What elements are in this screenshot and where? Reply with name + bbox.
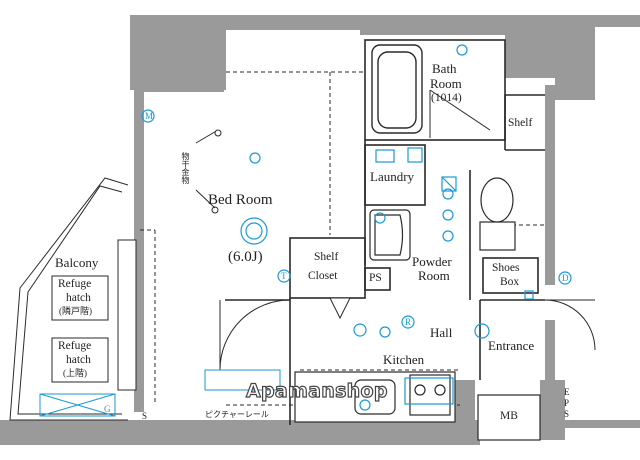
shelf-top-label: Shelf: [508, 117, 533, 129]
refuge-hatch-1-label-line2: hatch: [66, 292, 91, 304]
entrance-label: Entrance: [488, 338, 535, 353]
bathtub: [371, 44, 423, 134]
balcony-outline: [9, 177, 137, 421]
kitchen-label: Kitchen: [383, 352, 425, 367]
bedroom-size: (6.0J): [228, 249, 263, 265]
eps-label: E: [564, 387, 570, 397]
watermark-logo: Apamanshop: [245, 379, 388, 402]
refuge-hatch-1-label-line3: (隣戸階): [59, 306, 92, 316]
bedroom-label: Bed Room: [208, 192, 273, 208]
s-symbol: S: [142, 411, 148, 421]
shelf-closet-label-line2: Closet: [308, 270, 338, 282]
powder-room-label: Powder: [412, 254, 452, 269]
refuge-hatch-2-label-line2: hatch: [66, 354, 91, 366]
bathroom-label: Bath: [432, 61, 457, 76]
eps-label-line3: S: [564, 409, 570, 419]
refuge-hatch-1-label: Refuge: [58, 278, 92, 290]
mb-label: MB: [500, 410, 518, 422]
refuge-boxes: [51, 275, 109, 383]
aircon-unit: [39, 369, 281, 417]
t-symbol: T: [281, 271, 287, 281]
hall-label: Hall: [430, 325, 453, 340]
eps-label-line2: P: [564, 398, 570, 408]
r-symbol: R: [405, 317, 412, 327]
refuge-hatch-2-label: Refuge: [58, 340, 92, 352]
partitions: [225, 39, 545, 425]
shelf-closet-label: Shelf: [314, 251, 339, 263]
shoes-box-label-line2: Box: [500, 276, 520, 288]
blue-fixtures: [141, 44, 572, 411]
balcony-label: Balcony: [55, 255, 99, 270]
m-symbol: M: [145, 111, 154, 121]
kitchen-counter: [294, 371, 456, 423]
d-symbol: D: [562, 273, 569, 283]
powder-room-label-line2: Room: [418, 268, 450, 283]
walls: [0, 15, 640, 445]
shoes-box-label: Shoes: [492, 262, 520, 274]
hanger-label: 物干金物: [181, 152, 190, 184]
g-symbol: G: [104, 404, 111, 414]
bathroom-size: (1014): [431, 92, 462, 104]
mb-box: [477, 394, 541, 441]
ps-label: PS: [369, 272, 382, 284]
laundry-label: Laundry: [370, 169, 415, 184]
refuge-hatch-2-label-line3: (上階): [63, 368, 87, 378]
hanger-marker: [195, 129, 222, 214]
toilet: [479, 177, 516, 251]
dashed-lines: [140, 71, 545, 406]
washbasin: [369, 209, 411, 261]
bathroom-label-line2: Room: [430, 76, 462, 91]
doors: [219, 89, 596, 371]
picture-rail-label: ピクチャーレール: [205, 410, 269, 419]
